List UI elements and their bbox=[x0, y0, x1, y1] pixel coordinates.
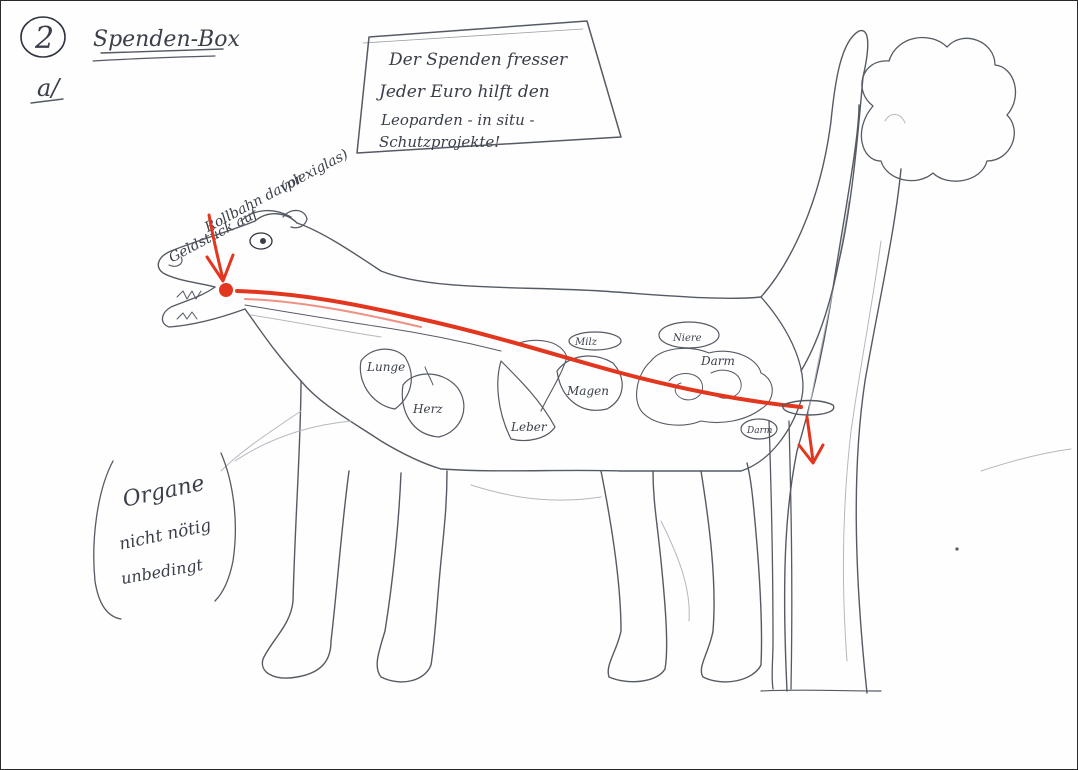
slogan-box: Der Spenden fresser Jeder Euro hilft den… bbox=[357, 21, 621, 153]
leopard-body bbox=[158, 210, 803, 681]
coin-slot-dot bbox=[219, 283, 233, 297]
tree-drawing bbox=[761, 38, 1016, 693]
leopard-tail bbox=[761, 31, 868, 371]
organs-note-line-1: Organe bbox=[120, 471, 206, 513]
slogan-line-4: Schutzprojekte! bbox=[379, 133, 500, 151]
organ-label-herz: Herz bbox=[412, 402, 443, 416]
coin-path-marker bbox=[207, 215, 834, 689]
slogan-line-1: Der Spenden fresser bbox=[388, 50, 568, 70]
organ-label-lunge: Lunge bbox=[366, 360, 405, 374]
sheet-number: 2 bbox=[34, 21, 54, 56]
organ-label-niere: Niere bbox=[672, 333, 702, 344]
organ-label-leber: Leber bbox=[510, 420, 548, 434]
organ-label-magen: Magen bbox=[566, 384, 609, 398]
coin-rail bbox=[237, 291, 801, 407]
slogan-line-2: Jeder Euro hilft den bbox=[376, 82, 550, 102]
sheet-number-marker: 2 bbox=[21, 17, 65, 57]
sheet-variant: a/ bbox=[37, 74, 62, 102]
organs-note: Organe nicht nötig unbedingt bbox=[94, 421, 351, 619]
organs-note-line-3: unbedingt bbox=[120, 555, 205, 588]
organs-note-line-2: nicht nötig bbox=[117, 515, 213, 554]
leopard-organs: Lunge Herz Leber Magen Milz Niere Darm D… bbox=[245, 305, 777, 441]
coin-note-line-3: (plexiglas) bbox=[278, 147, 351, 196]
organ-label-darm-2: Darm bbox=[746, 426, 772, 436]
organ-label-darm: Darm bbox=[700, 354, 735, 368]
sheet-title: Spenden-Box bbox=[93, 27, 240, 52]
slogan-line-3: Leoparden - in situ - bbox=[380, 111, 535, 129]
title-underline-2 bbox=[93, 56, 215, 61]
organ-label-milz: Milz bbox=[574, 337, 598, 348]
